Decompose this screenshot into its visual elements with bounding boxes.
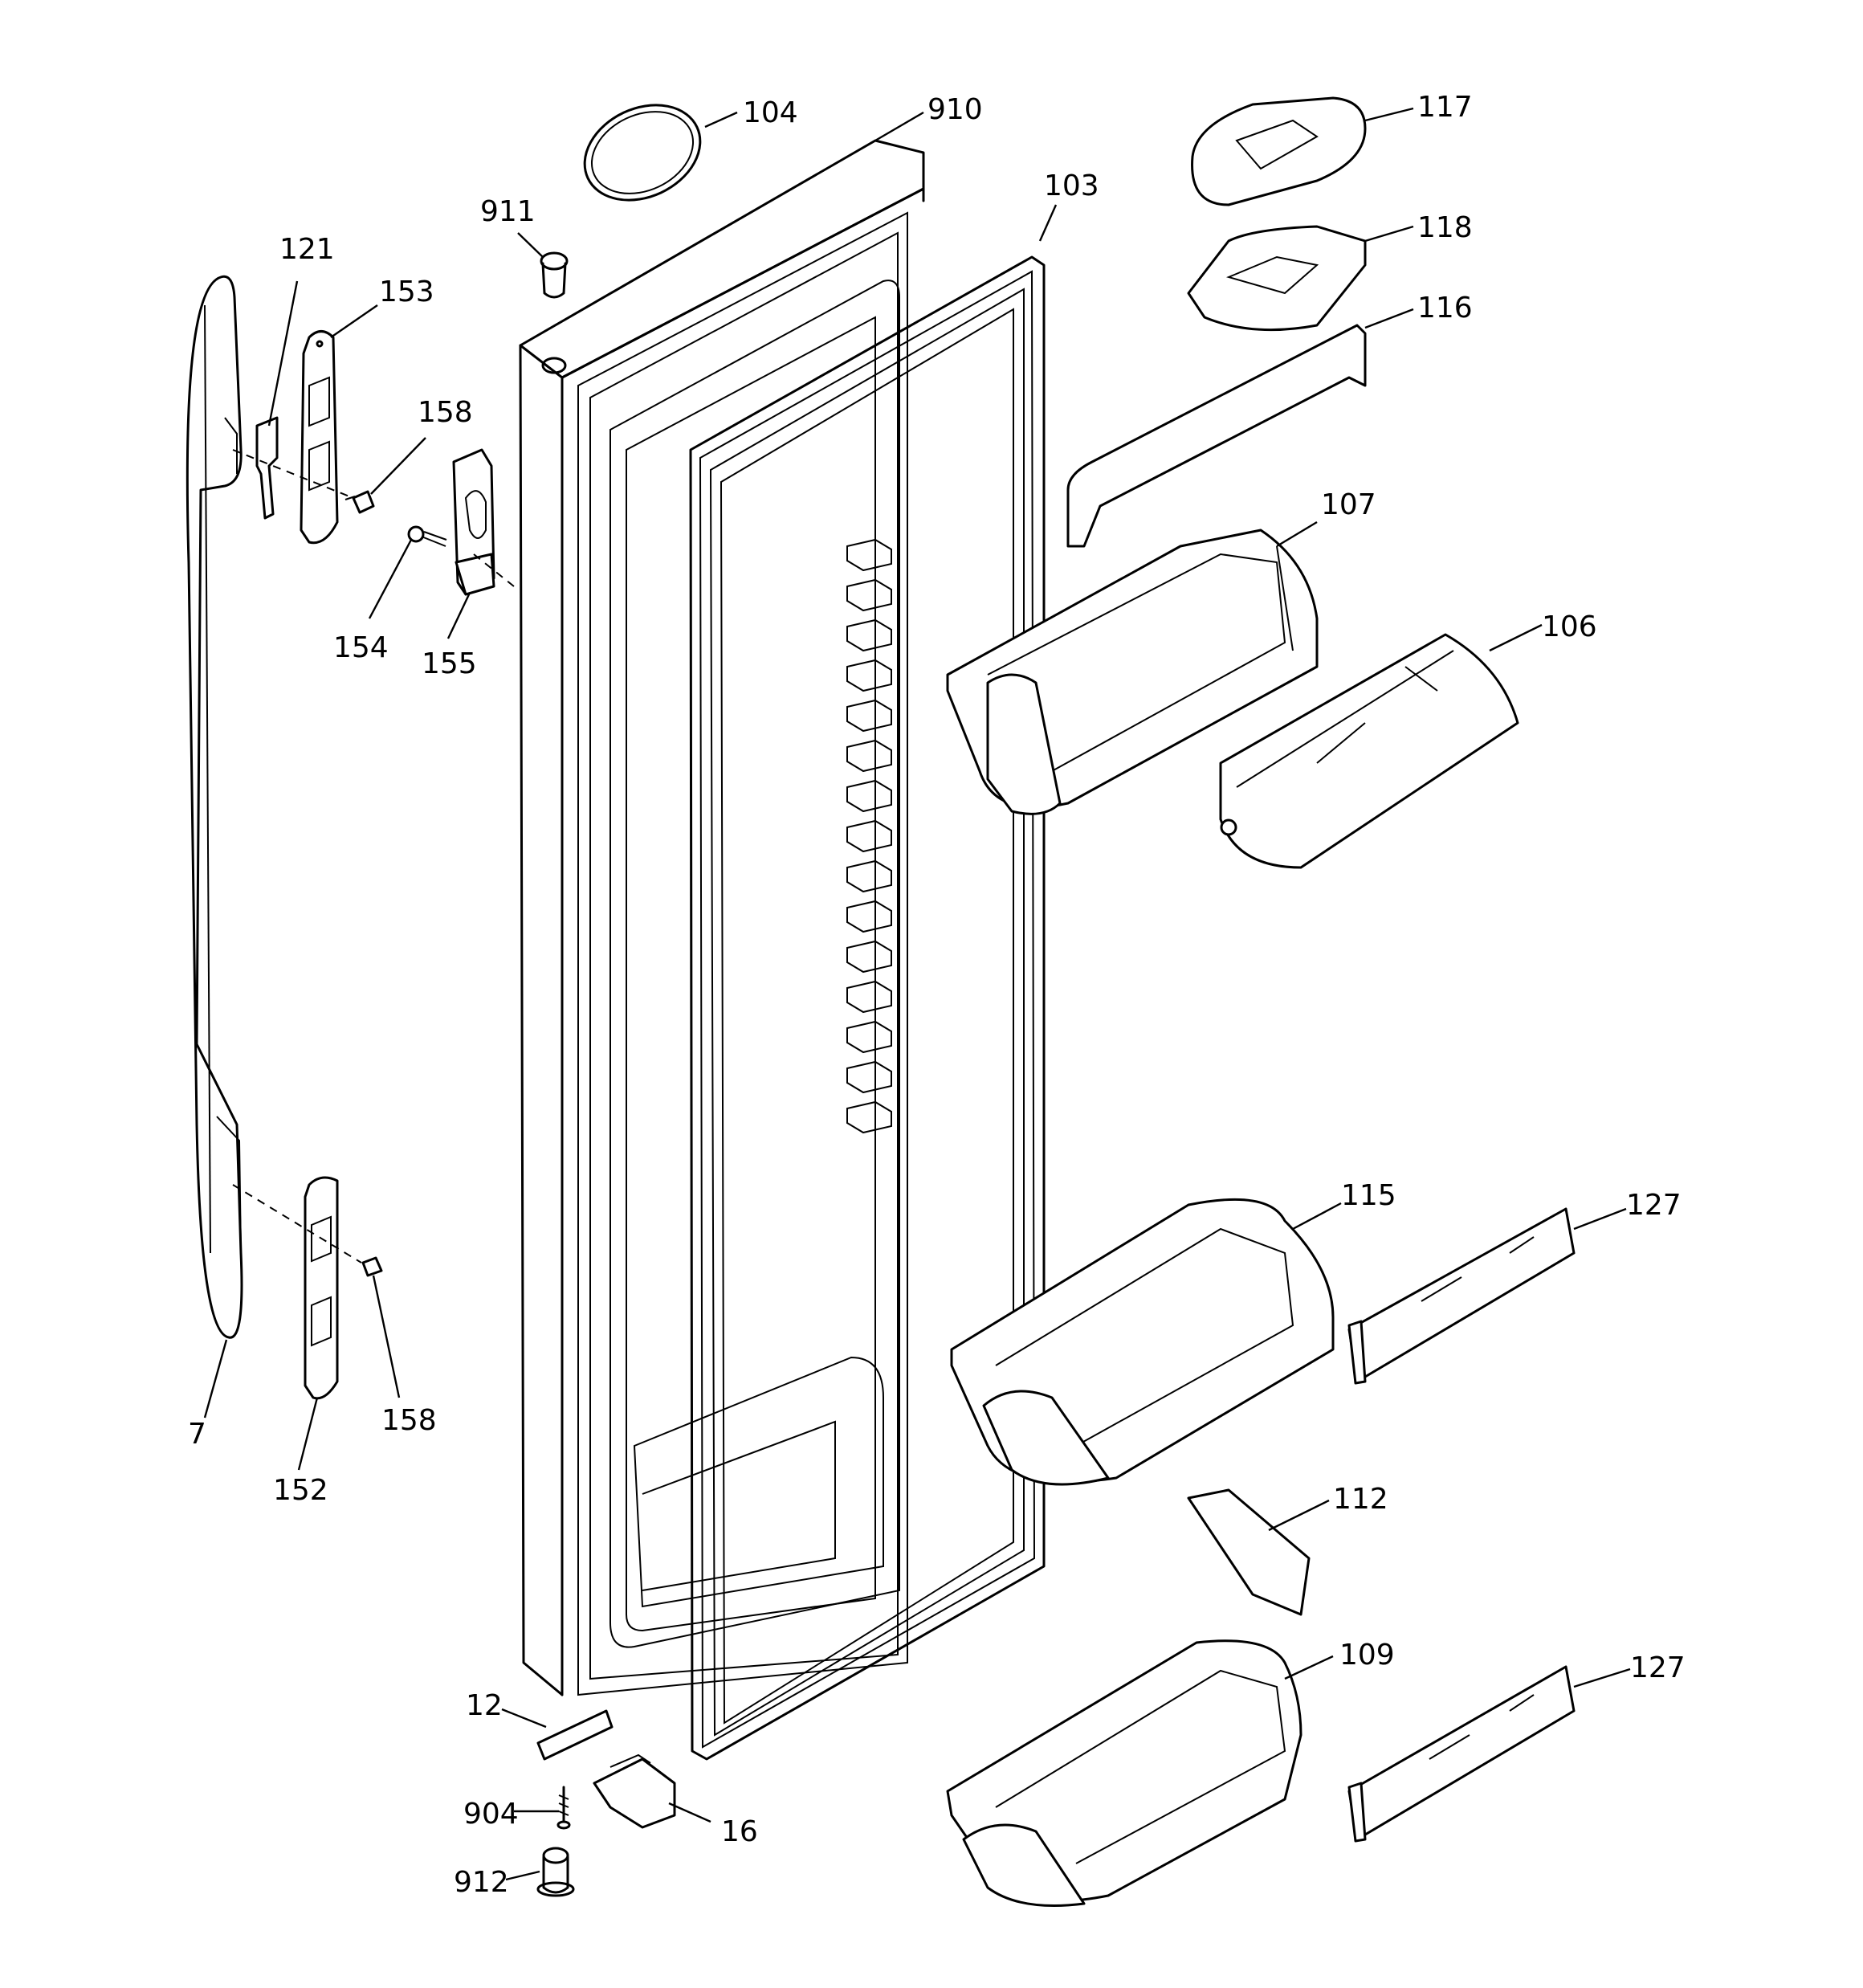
alignment-line-lower bbox=[232, 1184, 362, 1263]
label-104: 104 bbox=[743, 96, 798, 129]
label-911: 911 bbox=[480, 195, 536, 228]
label-118: 118 bbox=[1417, 211, 1473, 244]
handle-mount-upper bbox=[300, 330, 339, 545]
label-107: 107 bbox=[1321, 488, 1376, 521]
hinge-16 bbox=[593, 1753, 676, 1829]
handle-mount-lower bbox=[304, 1176, 339, 1400]
door-outer-panel bbox=[519, 139, 925, 1696]
label-106: 106 bbox=[1542, 610, 1597, 643]
bin-cover-127-upper bbox=[1347, 1207, 1576, 1385]
label-112: 112 bbox=[1333, 1483, 1388, 1516]
dairy-tray-118 bbox=[1187, 225, 1367, 332]
bushing-912 bbox=[536, 1847, 575, 1897]
label-12: 12 bbox=[466, 1689, 503, 1722]
door-bin-115 bbox=[950, 1198, 1335, 1486]
door-bin-106 bbox=[1219, 633, 1519, 869]
label-155: 155 bbox=[422, 647, 477, 680]
label-115: 115 bbox=[1341, 1179, 1396, 1212]
hinge-bracket-155 bbox=[452, 448, 495, 596]
screw-904 bbox=[556, 1786, 571, 1830]
part-labels: 104 910 117 911 103 118 121 153 116 158 … bbox=[188, 91, 1686, 1899]
label-116: 116 bbox=[1417, 292, 1473, 325]
label-127-upper: 127 bbox=[1626, 1189, 1682, 1222]
leader-lines bbox=[203, 107, 1631, 1881]
label-152: 152 bbox=[273, 1474, 328, 1507]
dairy-cover-117 bbox=[1191, 96, 1367, 206]
bracket-12 bbox=[536, 1709, 614, 1761]
screw-154 bbox=[407, 525, 447, 547]
trim-116 bbox=[1066, 324, 1367, 548]
clip-121 bbox=[255, 416, 279, 520]
label-103: 103 bbox=[1044, 169, 1099, 202]
label-154: 154 bbox=[333, 631, 389, 664]
label-158-upper: 158 bbox=[418, 396, 473, 429]
label-117: 117 bbox=[1417, 91, 1473, 124]
label-904: 904 bbox=[463, 1798, 519, 1831]
cap-911 bbox=[540, 251, 569, 299]
cover-104 bbox=[583, 104, 702, 202]
label-109: 109 bbox=[1339, 1639, 1395, 1672]
label-16: 16 bbox=[721, 1815, 758, 1848]
label-158-lower: 158 bbox=[381, 1404, 437, 1437]
label-910: 910 bbox=[927, 93, 983, 126]
screw-158-upper bbox=[344, 490, 375, 514]
door-gasket bbox=[689, 255, 1046, 1761]
screw-158-lower bbox=[361, 1256, 383, 1277]
bin-cover-127-lower bbox=[1347, 1665, 1576, 1843]
door-handle bbox=[185, 275, 243, 1339]
liner-clip-column bbox=[846, 538, 892, 1134]
label-127-lower: 127 bbox=[1630, 1651, 1686, 1684]
label-912: 912 bbox=[454, 1866, 509, 1899]
divider-112 bbox=[1187, 1488, 1311, 1616]
label-7: 7 bbox=[188, 1418, 206, 1451]
label-153: 153 bbox=[379, 276, 434, 308]
door-bin-109 bbox=[946, 1639, 1302, 1907]
door-bin-107 bbox=[946, 529, 1319, 815]
label-121: 121 bbox=[279, 233, 335, 266]
alignment-line-upper bbox=[232, 449, 354, 499]
